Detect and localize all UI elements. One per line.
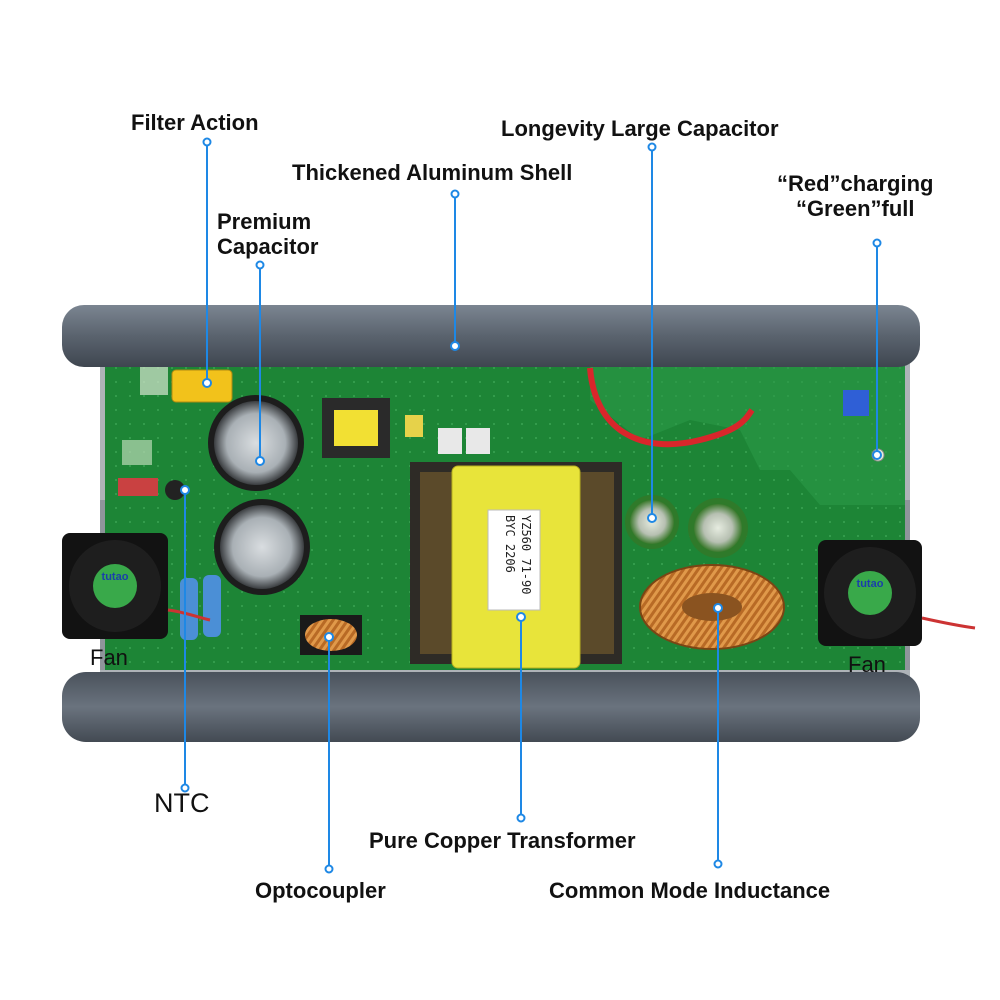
label-thickened-shell: Thickened Aluminum Shell (292, 160, 573, 185)
potentiometer (843, 390, 869, 416)
label-transformer: Pure Copper Transformer (369, 828, 636, 853)
label-premium-capacitor: Premium Capacitor (217, 209, 318, 260)
fan-right-brand: tutao (857, 578, 884, 590)
label-premium-line2: Capacitor (217, 234, 319, 260)
label-longevity-capacitor: Longevity Large Capacitor (501, 116, 779, 141)
fan-left: tutao (62, 533, 211, 639)
fan-right: tutao (818, 540, 976, 646)
fan-left-brand: tutao (102, 571, 129, 583)
label-optocoupler: Optocoupler (255, 878, 386, 903)
common-mode-inductor (639, 564, 785, 650)
aluminum-shell-top (62, 305, 920, 367)
premium-capacitor-bottom (214, 499, 310, 595)
label-premium-line1: Premium (217, 209, 312, 234)
aluminum-shell-bottom (62, 672, 920, 742)
label-filter-action: Filter Action (131, 110, 259, 135)
premium-capacitor-top (208, 395, 304, 491)
filter-capacitor (171, 369, 233, 403)
label-green-full: “Green”full (795, 196, 915, 222)
transformer-marking-2: BYC 2206 (503, 515, 517, 573)
longevity-capacitor-right (688, 498, 748, 558)
red-wire (587, 367, 755, 448)
main-transformer: YZ560 71-90 BYC 2206 (410, 462, 622, 669)
label-red-charging: “Red”charging (777, 171, 934, 196)
transformer-marking-1: YZ560 71-90 (519, 515, 533, 594)
label-fan-right: Fan (848, 652, 886, 677)
label-ntc: NTC (154, 788, 210, 818)
label-fan-left: Fan (90, 645, 128, 670)
label-common-mode: Common Mode Inductance (549, 878, 831, 903)
label-led-status: “Red”charging “Green”full (777, 171, 933, 222)
